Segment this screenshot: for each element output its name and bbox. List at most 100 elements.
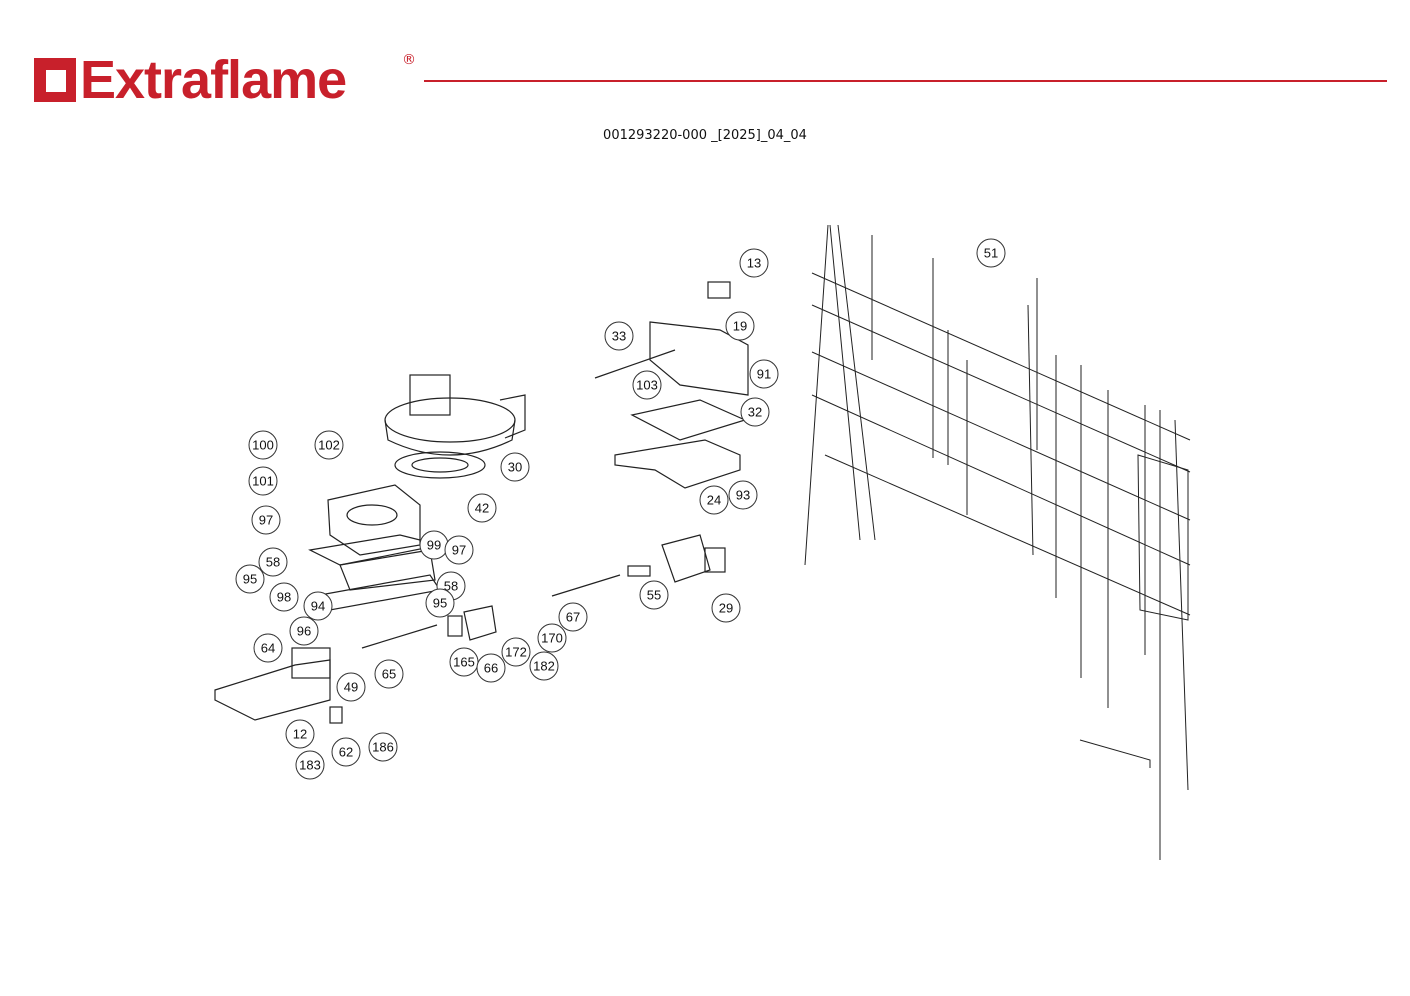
callout-number: 51 xyxy=(984,246,998,261)
callout-number: 99 xyxy=(427,538,441,553)
callout-number: 100 xyxy=(252,438,274,453)
callout-number: 94 xyxy=(311,599,325,614)
header-rule xyxy=(424,80,1387,82)
callout-183: 183 xyxy=(295,750,325,780)
callout-circle xyxy=(740,397,770,427)
callout-65: 65 xyxy=(374,659,404,689)
callout-number: 64 xyxy=(261,641,275,656)
callout-number: 182 xyxy=(533,659,555,674)
callout-circle xyxy=(976,238,1006,268)
callout-number: 24 xyxy=(707,493,721,508)
callout-number: 98 xyxy=(277,590,291,605)
callout-182: 182 xyxy=(529,651,559,681)
callout-19: 19 xyxy=(725,311,755,341)
callout-number: 49 xyxy=(344,680,358,695)
brand-logo: Extraflame xyxy=(34,50,347,110)
callout-circle xyxy=(289,616,319,646)
callout-number: 58 xyxy=(266,555,280,570)
callout-circle xyxy=(251,505,281,535)
callout-94: 94 xyxy=(303,591,333,621)
callout-95: 95 xyxy=(235,564,265,594)
callout-circle xyxy=(258,547,288,577)
callout-103: 103 xyxy=(632,370,662,400)
callout-number: 103 xyxy=(636,378,658,393)
callout-number: 93 xyxy=(736,488,750,503)
callout-circle xyxy=(303,591,333,621)
callout-circle xyxy=(711,593,741,623)
callout-circle xyxy=(632,370,662,400)
callout-circle xyxy=(295,750,325,780)
callout-number: 183 xyxy=(299,758,321,773)
callout-number: 12 xyxy=(293,727,307,742)
callout-number: 13 xyxy=(747,256,761,271)
callout-circle xyxy=(501,637,531,667)
callout-circle xyxy=(500,452,530,482)
callout-62: 62 xyxy=(331,737,361,767)
callout-circle xyxy=(425,588,455,618)
callout-67: 67 xyxy=(558,602,588,632)
callout-number: 95 xyxy=(243,572,257,587)
callout-number: 97 xyxy=(259,513,273,528)
callout-170: 170 xyxy=(537,623,567,653)
callout-64: 64 xyxy=(253,633,283,663)
callout-number: 55 xyxy=(647,588,661,603)
callout-number: 102 xyxy=(318,438,340,453)
callout-number: 101 xyxy=(252,474,274,489)
callout-13: 13 xyxy=(739,248,769,278)
callout-number: 30 xyxy=(508,460,522,475)
callout-97: 97 xyxy=(444,535,474,565)
callout-number: 29 xyxy=(719,601,733,616)
callout-66: 66 xyxy=(476,653,506,683)
callout-100: 100 xyxy=(248,430,278,460)
callout-circle xyxy=(248,430,278,460)
callout-circle xyxy=(749,359,779,389)
callout-91: 91 xyxy=(749,359,779,389)
callout-number: 170 xyxy=(541,631,563,646)
callout-42: 42 xyxy=(467,493,497,523)
callout-circle xyxy=(639,580,669,610)
callout-circle xyxy=(269,582,299,612)
callout-97: 97 xyxy=(251,505,281,535)
callout-circle xyxy=(529,651,559,681)
callout-99: 99 xyxy=(419,530,449,560)
callout-circle xyxy=(467,493,497,523)
callout-29: 29 xyxy=(711,593,741,623)
callout-circle xyxy=(725,311,755,341)
callout-number: 67 xyxy=(566,610,580,625)
callout-circle xyxy=(285,719,315,749)
callout-circle xyxy=(331,737,361,767)
callout-55: 55 xyxy=(639,580,669,610)
callout-95: 95 xyxy=(425,588,455,618)
callout-165: 165 xyxy=(449,647,479,677)
callout-number: 186 xyxy=(372,740,394,755)
callout-49: 49 xyxy=(336,672,366,702)
callout-number: 32 xyxy=(748,405,762,420)
callout-101: 101 xyxy=(248,466,278,496)
callout-circle xyxy=(476,653,506,683)
callout-circle xyxy=(314,430,344,460)
callout-number: 66 xyxy=(484,661,498,676)
callout-circle xyxy=(558,602,588,632)
callout-33: 33 xyxy=(604,321,634,351)
callout-number: 42 xyxy=(475,501,489,516)
callout-number: 58 xyxy=(444,579,458,594)
callout-number: 96 xyxy=(297,624,311,639)
callout-circle xyxy=(336,672,366,702)
callout-circle xyxy=(699,485,729,515)
callout-96: 96 xyxy=(289,616,319,646)
callout-172: 172 xyxy=(501,637,531,667)
callout-30: 30 xyxy=(500,452,530,482)
callout-number: 165 xyxy=(453,655,475,670)
callout-number: 65 xyxy=(382,667,396,682)
callout-number: 62 xyxy=(339,745,353,760)
callout-102: 102 xyxy=(314,430,344,460)
logo-mark-icon xyxy=(34,58,76,102)
callout-circle xyxy=(728,480,758,510)
callout-circle xyxy=(235,564,265,594)
callout-number: 172 xyxy=(505,645,527,660)
callout-number: 91 xyxy=(757,367,771,382)
callout-circle xyxy=(253,633,283,663)
callout-circle xyxy=(604,321,634,351)
